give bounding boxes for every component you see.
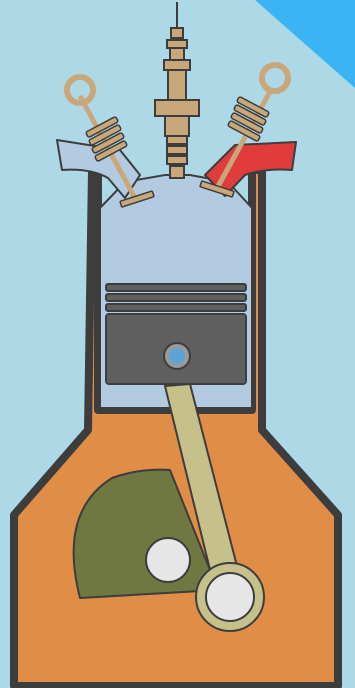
spark-plug-icon [155,2,199,178]
accent-corner [255,0,355,88]
piston-ring [106,284,246,291]
piston-pin-icon [164,343,190,369]
crank-main-journal [146,538,190,582]
piston-ring [106,304,246,311]
piston-ring [106,294,246,301]
rod-big-end [196,563,264,631]
